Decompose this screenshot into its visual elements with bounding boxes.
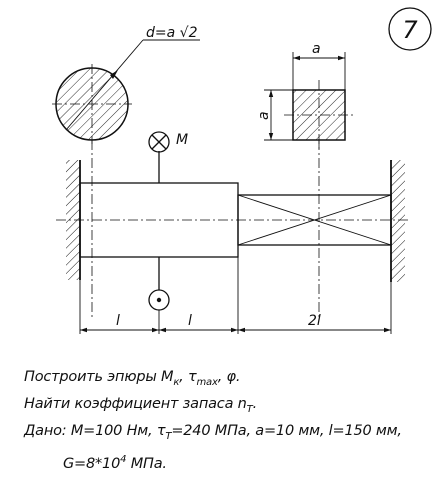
circular-section: d=a √2 [52, 25, 200, 144]
problem-number-badge: 7 [388, 7, 432, 51]
moment-load: M [148, 131, 188, 311]
task-line-3: Дано: M=100 Нм, τT=240 МПа, a=10 мм, l=1… [24, 423, 402, 442]
right-wall-support [390, 160, 405, 282]
side-dimension-left: a [256, 111, 272, 120]
diameter-formula-label: d=a √2 [146, 25, 198, 41]
task-line-2: Найти коэффициент запаса nT. [24, 396, 258, 415]
task-line-4: G=8*104 МПа. [63, 454, 167, 472]
length-dimensions: l l 2l [79, 257, 392, 334]
problem-number: 7 [402, 16, 418, 44]
length-label-1: l [116, 313, 120, 329]
side-dimension-top: a [312, 41, 321, 57]
length-label-3: 2l [308, 313, 321, 329]
square-section: a a [256, 41, 354, 150]
moment-label: M [176, 132, 188, 148]
length-label-2: l [188, 313, 192, 329]
task-line-1: Построить эпюры Mк, τmax, φ. [24, 369, 241, 388]
